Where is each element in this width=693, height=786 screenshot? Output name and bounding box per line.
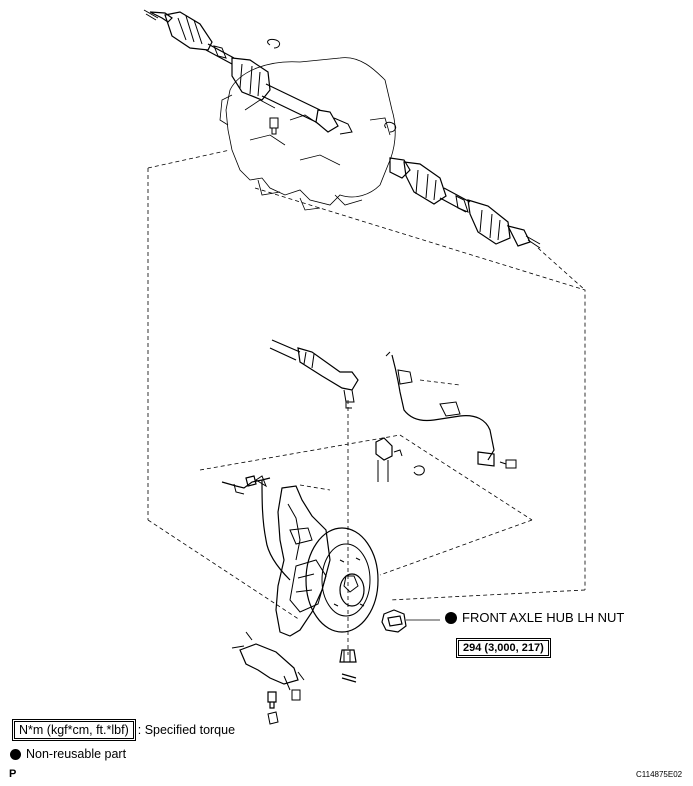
legend-torque-desc: : Specified torque [137, 723, 236, 737]
figure-code: C114875E02 [636, 770, 683, 779]
lower-ball-joint [231, 631, 357, 725]
non-reusable-legend-dot-icon [10, 748, 21, 760]
transaxle-housing [219, 57, 396, 211]
front-axle-hub-nut-text: FRONT AXLE HUB LH NUT [462, 610, 625, 625]
front-axle-hub-nut-label: FRONT AXLE HUB LH NUT [445, 610, 624, 625]
non-reusable-dot-icon [445, 611, 457, 624]
speed-sensor-harness [385, 351, 517, 469]
legend-non-reusable-text: Non-reusable part [26, 747, 127, 761]
brake-hose [221, 475, 291, 581]
tie-rod-end [269, 339, 359, 409]
rh-drive-shaft [384, 121, 541, 249]
lh-drive-shaft [143, 9, 353, 135]
legend-torque: N*m (kgf*cm, ft.*lbf) : Specified torque [14, 721, 235, 739]
hub-nut-torque-spec: 294 (3,000, 217) [458, 640, 549, 656]
alignment-lines [147, 149, 586, 655]
legend-torque-units: N*m (kgf*cm, ft.*lbf) [14, 721, 134, 739]
front-axle-hub-nut-icon [381, 609, 407, 633]
legend-non-reusable: Non-reusable part [10, 747, 126, 761]
stabilizer-link [375, 437, 425, 482]
steering-knuckle-hub [275, 485, 379, 637]
section-letter: P [9, 768, 17, 780]
